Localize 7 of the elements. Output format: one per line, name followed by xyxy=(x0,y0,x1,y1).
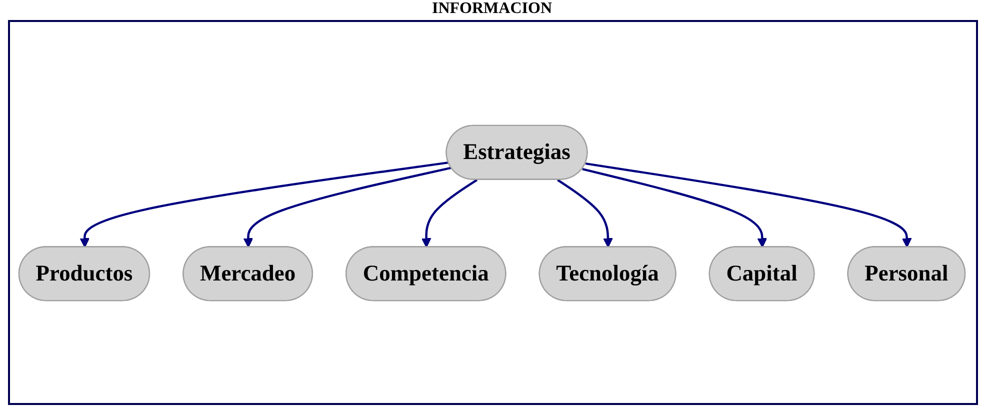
arrow xyxy=(80,161,449,248)
arrow xyxy=(243,166,452,248)
arrow xyxy=(585,162,912,248)
title: INFORMACION xyxy=(431,0,553,18)
arrow xyxy=(582,168,768,248)
arrow xyxy=(557,178,613,248)
arrow xyxy=(421,178,478,248)
